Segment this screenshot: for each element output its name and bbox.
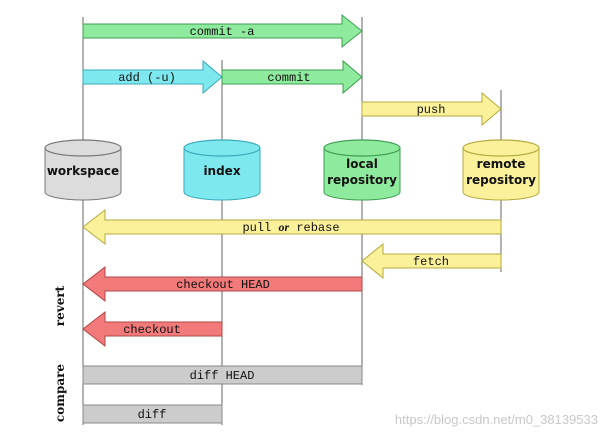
add-arrow: add (-u) (82, 59, 223, 95)
local-cylinder-body (323, 148, 401, 201)
revert-section-label: revert (53, 285, 67, 326)
push-label: push (417, 103, 446, 117)
pull-label-prefix: pull (242, 221, 278, 235)
compare-section-label: compare (53, 364, 67, 422)
checkout-label: checkout (123, 323, 181, 337)
checkout-head-label: checkout HEAD (176, 278, 270, 292)
commit-arrow: commit (221, 59, 363, 95)
lifelines (82, 17, 502, 425)
pull-or-rebase-label: pull or rebase (242, 220, 339, 235)
checkout-arrow: checkout (82, 310, 223, 348)
workspace-label: workspace (47, 164, 119, 178)
checkout-arrow-shape (82, 310, 223, 348)
index-label: index (203, 164, 240, 178)
diff-bar-shape (82, 404, 223, 424)
commit-label: commit (267, 71, 310, 85)
commit-a-label: commit -a (190, 25, 255, 39)
commit-a-arrow: commit -a (82, 13, 363, 49)
commit-a-arrow-shape (82, 13, 363, 49)
pull-label-or: or (278, 220, 289, 234)
local-label-line2: repository (327, 173, 397, 187)
workspace-store: workspace (44, 139, 122, 201)
local-cylinder-top (323, 139, 401, 157)
pull-label-suffix: rebase (289, 221, 339, 235)
fetch-arrow: fetch (361, 242, 502, 280)
fetch-arrow-shape (361, 242, 502, 280)
pull-or-rebase-arrow-shape (82, 208, 502, 246)
checkout-head-arrow: checkout HEAD (82, 265, 363, 303)
diff-bar: diff (82, 404, 223, 424)
diff-head-label: diff HEAD (190, 369, 255, 383)
remote-repository-store: remote repository (462, 139, 540, 201)
remote-cylinder-top (462, 139, 540, 157)
index-cylinder-top (183, 139, 261, 157)
add-label: add (-u) (118, 71, 176, 85)
workspace-cylinder-body (44, 148, 122, 201)
pull-or-rebase-arrow: pull or rebase (82, 208, 502, 246)
index-store: index (183, 139, 261, 201)
diff-head-bar-shape (82, 365, 363, 385)
add-arrow-shape (82, 59, 223, 95)
workspace-cylinder-top (44, 139, 122, 157)
watermark: https://blog.csdn.net/m0_38139533 (395, 412, 598, 427)
commit-arrow-shape (221, 59, 363, 95)
push-arrow: push (361, 91, 502, 127)
remote-label-line2: repository (466, 173, 536, 187)
index-cylinder-body (183, 148, 261, 201)
diff-head-bar: diff HEAD (82, 365, 363, 385)
fetch-label: fetch (413, 255, 449, 269)
local-repository-store: local repository (323, 139, 401, 201)
remote-label-line1: remote (477, 157, 526, 171)
push-arrow-shape (361, 91, 502, 127)
diff-label: diff (138, 408, 167, 422)
local-label-line1: local (346, 157, 378, 171)
remote-cylinder-body (462, 148, 540, 201)
checkout-head-arrow-shape (82, 265, 363, 303)
